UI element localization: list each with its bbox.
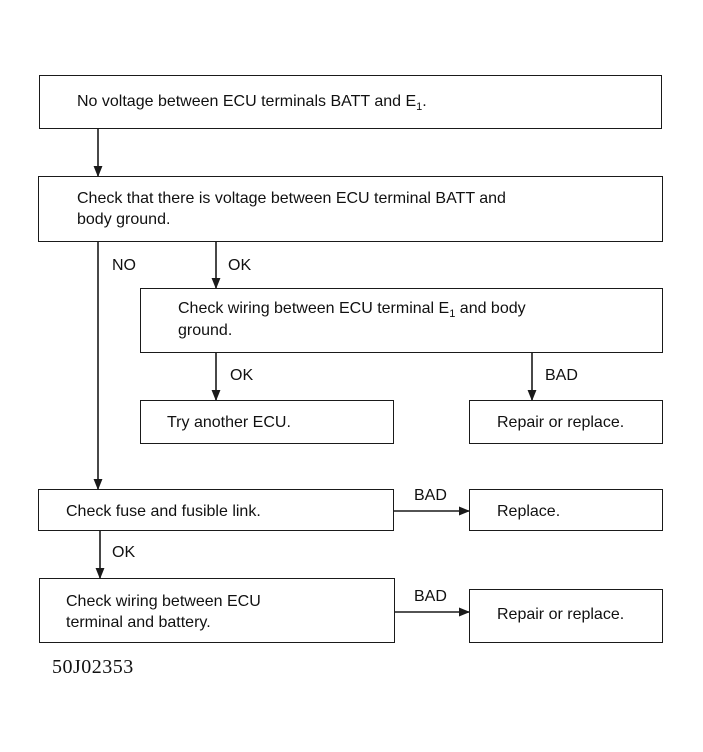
label-ok-1: OK [228,257,252,274]
step-repair-2: Repair or replace. [469,589,663,643]
label-bad-2: BAD [414,487,447,504]
step-check-e1-line1-tail: and body [455,300,526,317]
step-try-ecu: Try another ECU. [140,400,394,444]
label-bad-3: BAD [414,588,447,605]
period: . [422,93,427,110]
step-no-voltage-text: No voltage between ECU terminals BATT an… [77,93,417,110]
step-repair-1-text: Repair or replace. [497,414,625,431]
step-try-ecu-text: Try another ECU. [167,414,291,431]
step-check-wiring: Check wiring between ECU terminal and ba… [39,578,395,643]
figure-code: 50J02353 [52,656,134,678]
label-no: NO [112,257,136,274]
step-replace: Replace. [469,489,663,531]
subscript: 1 [449,308,456,321]
step-check-e1-line2: ground. [178,322,233,339]
step-check-fuse: Check fuse and fusible link. [38,489,394,531]
step-check-fuse-text: Check fuse and fusible link. [66,503,261,520]
step-check-batt: Check that there is voltage between ECU … [38,176,663,242]
label-bad-1: BAD [545,367,578,384]
step-check-e1: Check wiring between ECU terminal E1 and… [140,288,663,353]
step-repair-1: Repair or replace. [469,400,663,444]
label-ok-3: OK [112,544,136,561]
step-check-e1-line1: Check wiring between ECU terminal E [178,300,450,317]
step-repair-2-text: Repair or replace. [497,606,625,623]
step-check-batt-line1: Check that there is voltage between ECU … [77,190,506,207]
step-no-voltage: No voltage between ECU terminals BATT an… [39,75,662,129]
step-check-batt-line2: body ground. [77,211,171,228]
step-check-wiring-line1: Check wiring between ECU [66,593,261,610]
step-check-wiring-line2: terminal and battery. [66,614,211,631]
subscript: 1 [416,101,423,114]
step-replace-text: Replace. [497,503,561,520]
label-ok-2: OK [230,367,254,384]
